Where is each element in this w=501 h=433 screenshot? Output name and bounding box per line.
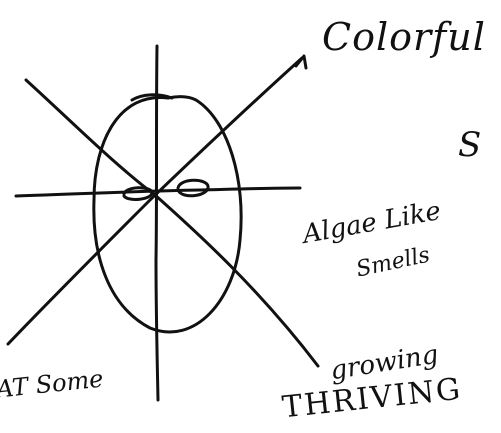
diagonal-end-mark bbox=[296, 56, 306, 68]
central-oval bbox=[94, 97, 241, 332]
left-eye-loop bbox=[124, 188, 152, 200]
diagonal-line-down bbox=[26, 80, 318, 366]
vertical-axis-line bbox=[156, 46, 158, 400]
label-s: S bbox=[458, 128, 481, 162]
label-colorful: Colorful bbox=[322, 18, 486, 56]
right-eye-loop bbox=[178, 180, 208, 196]
